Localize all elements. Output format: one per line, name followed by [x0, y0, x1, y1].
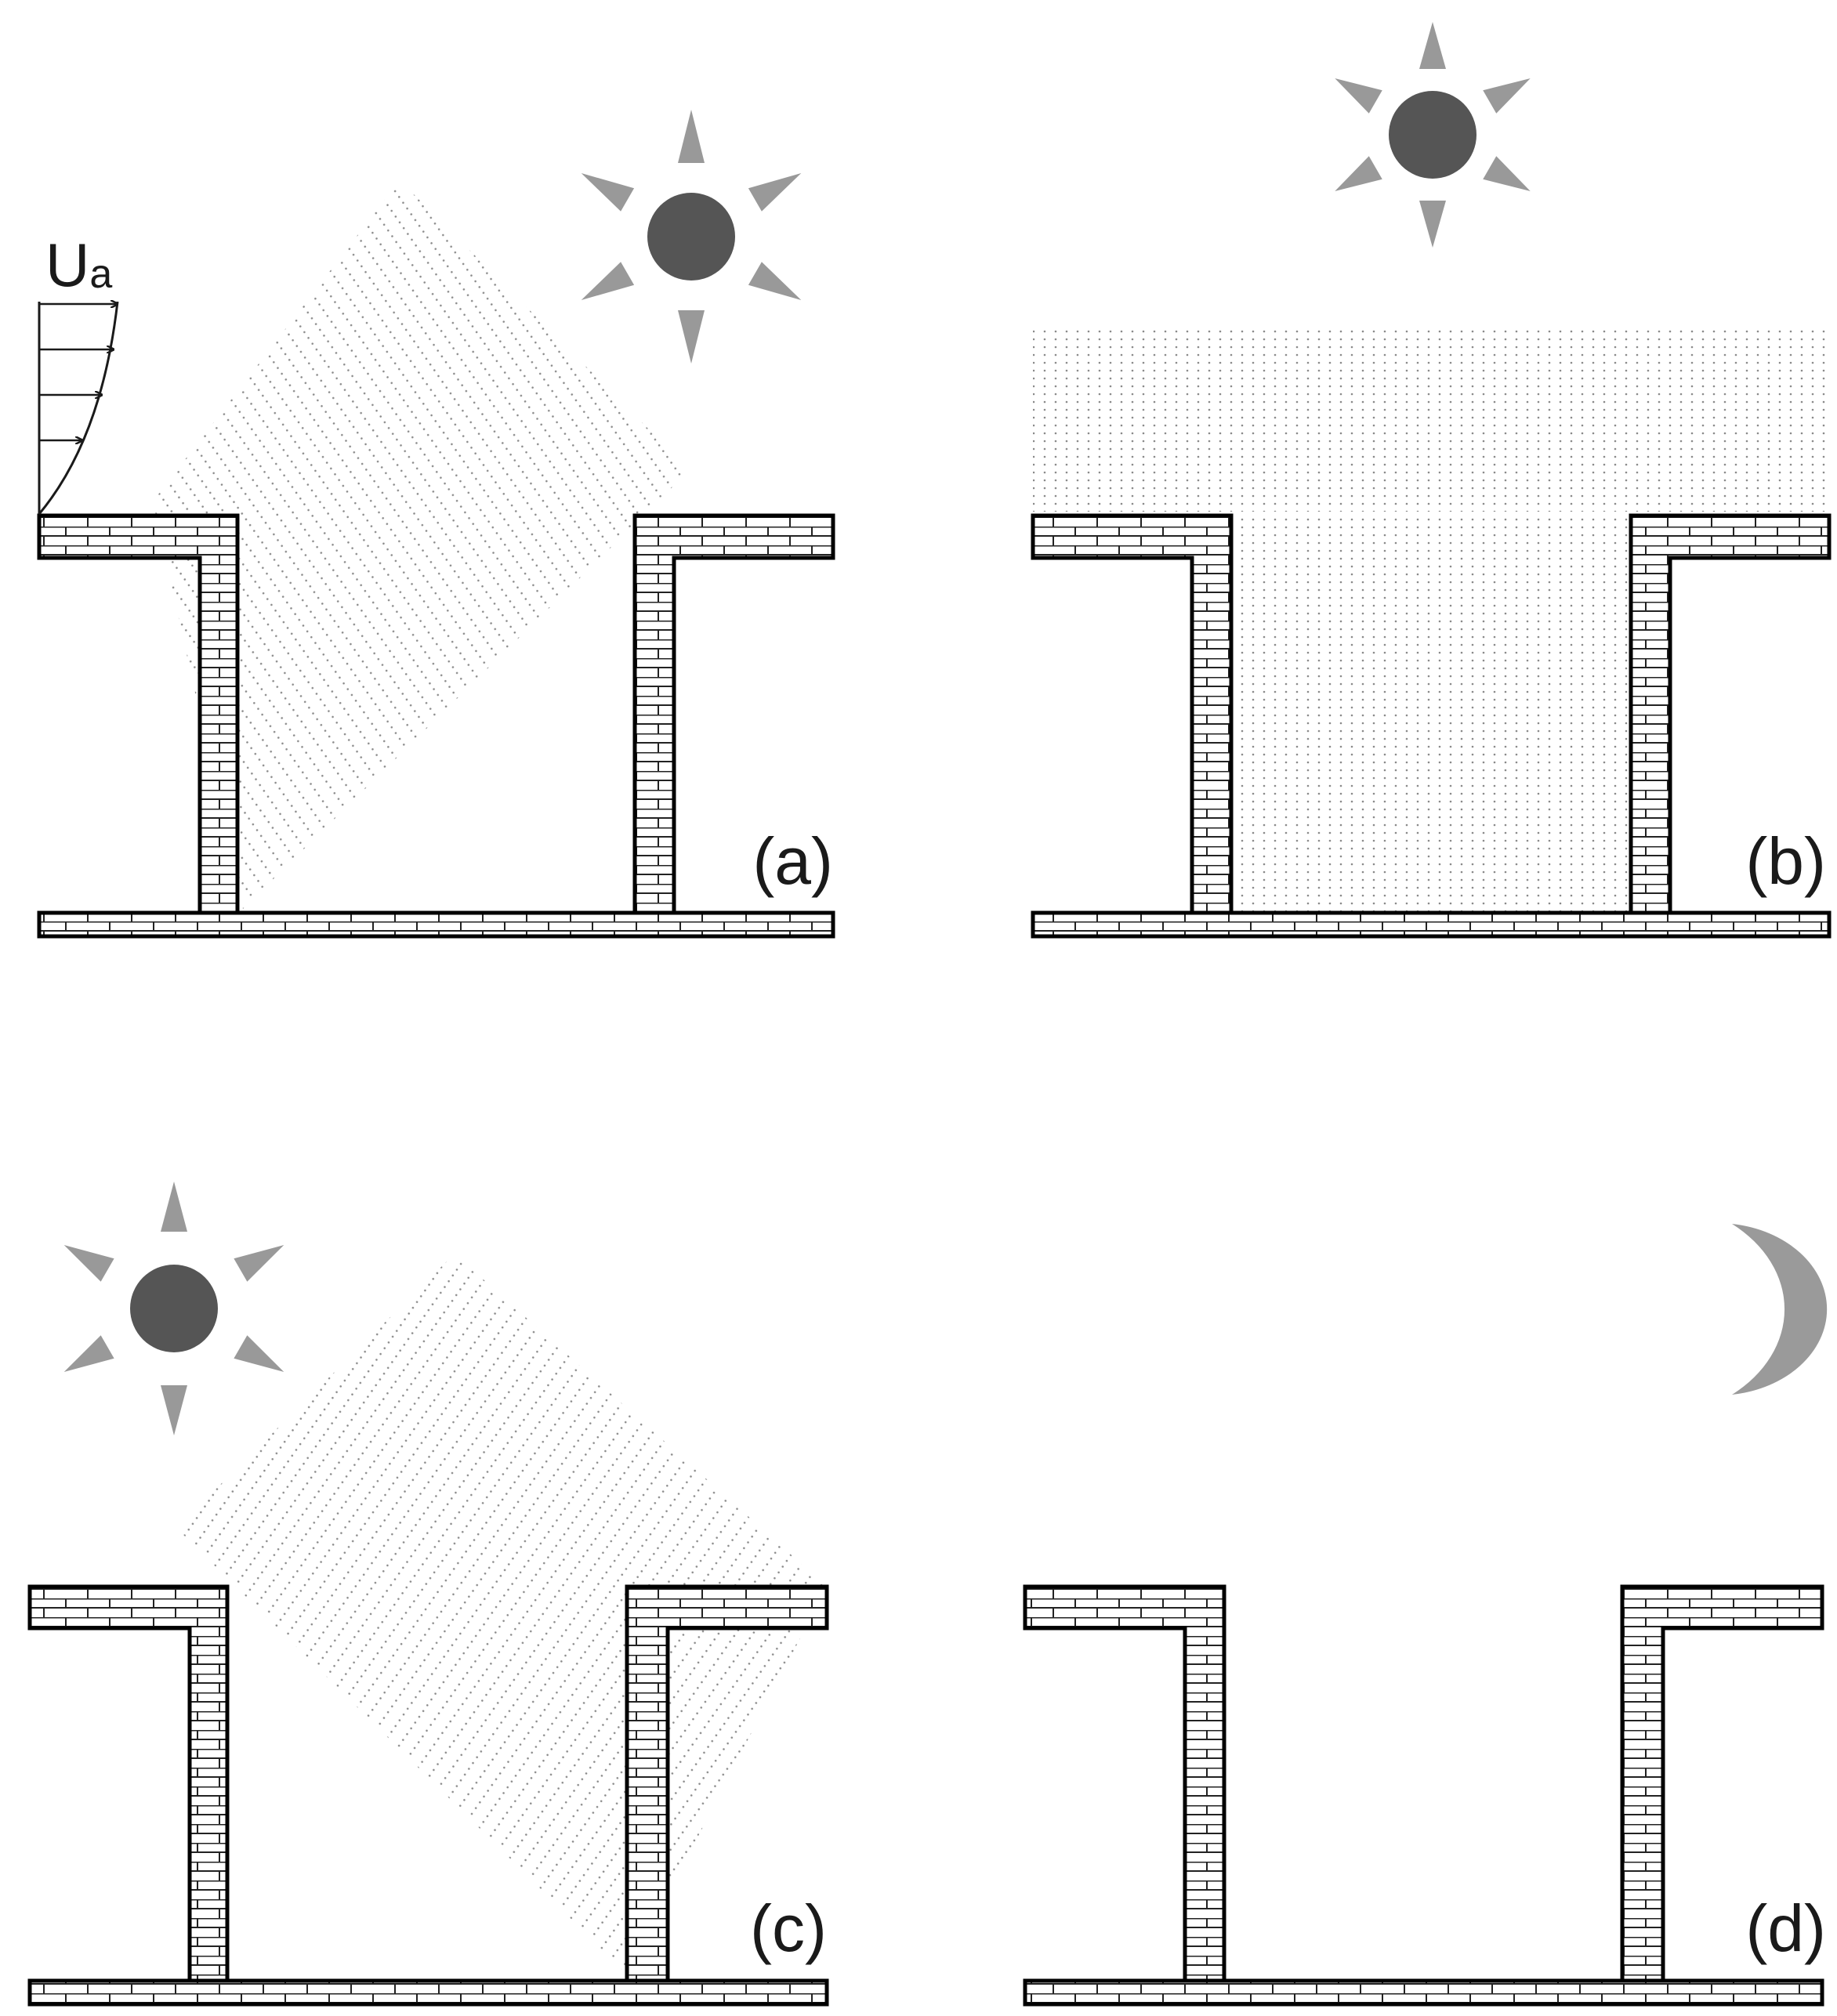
sun-rays — [1335, 22, 1531, 248]
ground-slab — [37, 910, 835, 939]
sun-disk — [130, 1265, 218, 1352]
left-building — [1023, 1584, 1226, 1983]
wind-velocity-label: Ua — [45, 230, 112, 299]
velocity-profile-curve — [38, 301, 119, 515]
panel-label: (d) — [1745, 1891, 1826, 1965]
wind-symbol: U — [45, 230, 89, 299]
panel-b: (b) — [1031, 22, 1832, 939]
sunlight-beam — [153, 180, 690, 909]
ground-slab — [1023, 1978, 1824, 2007]
canyon-walls — [27, 1584, 829, 2007]
left-building — [37, 513, 240, 915]
panel-d: (d) — [1023, 1224, 1828, 2007]
wind-subscript: a — [89, 252, 112, 297]
panel-label: (b) — [1745, 824, 1826, 898]
left-building — [1031, 513, 1234, 915]
canyon-walls — [37, 513, 835, 939]
panel-c: (c) — [27, 1182, 829, 2007]
canyon-walls — [1023, 1584, 1824, 2007]
panel-label: (a) — [752, 824, 833, 898]
sunlight-beam-canyon — [1231, 516, 1631, 913]
panel-label: (c) — [750, 1891, 827, 1965]
canyon-walls — [1031, 513, 1832, 939]
moon-icon — [1732, 1224, 1828, 1395]
ground-slab — [27, 1978, 829, 2007]
sun-disk — [647, 193, 735, 281]
sun — [1335, 22, 1531, 248]
sun-rays — [63, 1182, 284, 1435]
sun-disk — [1389, 91, 1476, 179]
wind-profile: Ua — [38, 230, 119, 515]
left-building — [27, 1584, 230, 1983]
sunlight-beam — [1033, 328, 1828, 512]
sun — [63, 1182, 284, 1435]
sun — [581, 110, 802, 364]
panel-a: Ua (a) — [37, 110, 835, 939]
ground-slab — [1031, 910, 1832, 939]
sun-rays — [581, 110, 802, 364]
